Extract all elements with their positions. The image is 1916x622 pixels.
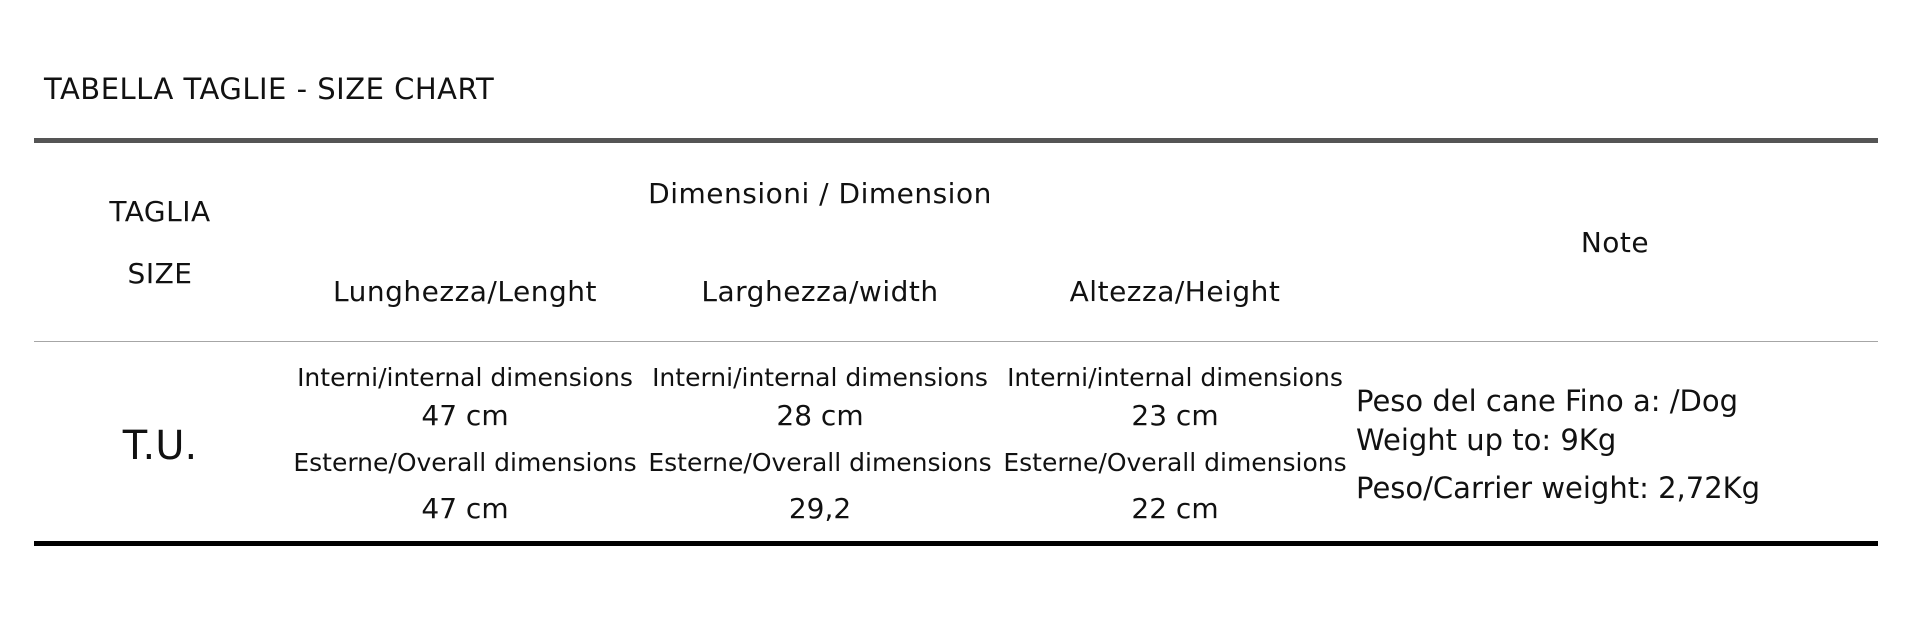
table-bottom-rule (34, 541, 1878, 546)
size-header-en: SIZE (127, 257, 193, 290)
height-internal-value: 23 cm (1131, 399, 1219, 432)
note-header: Note (1580, 226, 1650, 259)
length-overall-label: Esterne/Overall dimensions (293, 448, 637, 477)
height-internal-label: Interni/internal dimensions (1007, 363, 1343, 392)
height-overall-value: 22 cm (1131, 492, 1219, 525)
height-overall-label: Esterne/Overall dimensions (1003, 448, 1347, 477)
width-overall-label: Esterne/Overall dimensions (648, 448, 992, 477)
width-overall-value: 29,2 (788, 492, 852, 525)
length-overall-value: 47 cm (421, 492, 509, 525)
note-line: Peso del cane Fino a: /Dog (1356, 384, 1739, 418)
length-internal-value: 47 cm (421, 399, 509, 432)
note-line: Weight up to: 9Kg (1356, 423, 1617, 457)
width-internal-label: Interni/internal dimensions (652, 363, 988, 392)
size-header-it: TAGLIA (109, 195, 211, 228)
width-internal-value: 28 cm (776, 399, 864, 432)
table-top-rule (34, 138, 1878, 143)
size-value: T.U. (122, 423, 198, 469)
column-header-width: Larghezza/width (701, 275, 939, 308)
page-title: TABELLA TAGLIE - SIZE CHART (44, 72, 495, 106)
dimensions-header: Dimensioni / Dimension (648, 177, 992, 210)
column-header-height: Altezza/Height (1069, 275, 1281, 308)
column-header-length: Lunghezza/Lenght (333, 275, 597, 308)
note-line: Peso/Carrier weight: 2,72Kg (1356, 471, 1761, 505)
length-internal-label: Interni/internal dimensions (297, 363, 633, 392)
header-divider (34, 341, 1878, 342)
